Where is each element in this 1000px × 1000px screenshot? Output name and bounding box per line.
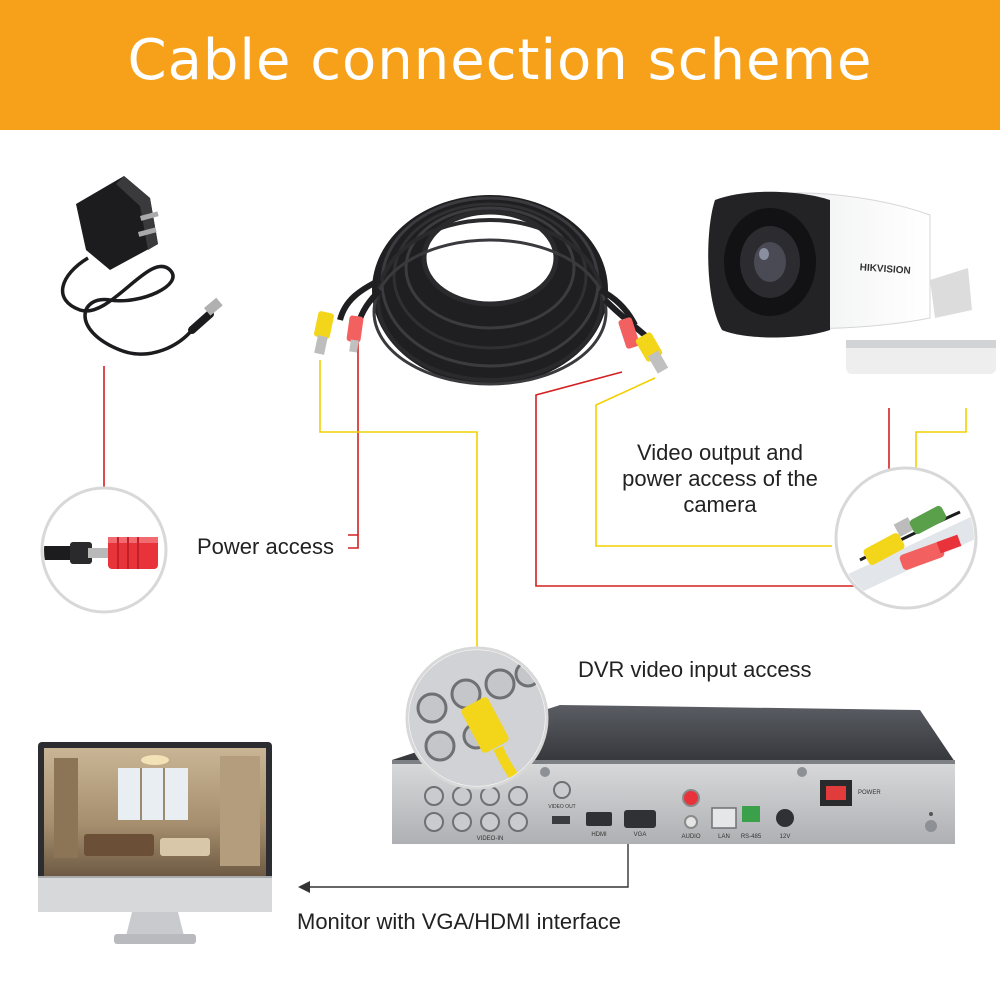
dvr-video-in-ports [424, 786, 528, 832]
camera-connector-zoom [834, 466, 978, 610]
label-audio: AUDIO [681, 834, 700, 840]
cable-left-video-line [319, 360, 478, 665]
monitor-label: Monitor with VGA/HDMI interface [297, 909, 621, 934]
page-title: Cable connection scheme [127, 28, 873, 93]
label-video-in: VIDEO-IN [477, 836, 504, 842]
label-rs485: RS-485 [741, 834, 762, 840]
video-output-label: Video output and power access of the cam… [622, 440, 818, 517]
power-connector-zoom [40, 486, 168, 614]
bnc-cable-coil [314, 195, 669, 386]
power-adapter [60, 176, 223, 356]
label-power-switch: POWER [858, 790, 881, 796]
label-lan: LAN [718, 834, 730, 840]
camera-brand: HIKVISION [859, 262, 911, 277]
label-video-out: VIDEO OUT [548, 804, 576, 810]
power-access-label: Power access [197, 534, 334, 559]
monitor-line [308, 836, 629, 888]
label-12v: 12V [780, 834, 791, 840]
connection-lines [103, 342, 967, 893]
cable-right-power-line [535, 371, 855, 587]
camera-video-line [915, 408, 967, 470]
cable-left-power-line [348, 534, 359, 549]
dvr-input-zoom [405, 646, 549, 790]
camera: HIKVISION [708, 191, 996, 374]
label-vga: VGA [634, 832, 647, 838]
monitor [38, 742, 272, 944]
label-hdmi: HDMI [591, 832, 607, 838]
dvr-input-label: DVR video input access [578, 657, 812, 682]
cable-right-video-line [595, 377, 832, 547]
monitor-arrow [298, 881, 310, 893]
header-banner: Cable connection scheme [0, 0, 1000, 130]
